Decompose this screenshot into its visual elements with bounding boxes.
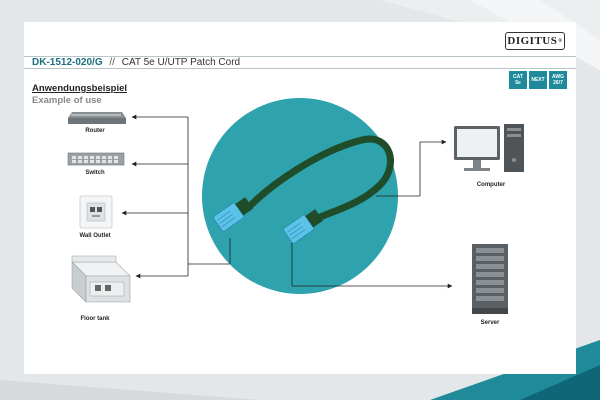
label-computer: Computer <box>476 182 506 188</box>
label-server: Server <box>480 320 500 326</box>
wall-outlet-icon <box>79 195 113 229</box>
header-divider-top <box>24 56 576 57</box>
label-switch: Switch <box>85 170 105 176</box>
rj45-connector-right <box>283 209 324 244</box>
router-icon <box>68 112 126 124</box>
digitus-logo: DIGITUS® <box>505 32 565 50</box>
server-icon <box>472 244 508 314</box>
switch-icon <box>67 152 125 166</box>
section-title-de: Anwendungsbeispiel <box>32 83 128 94</box>
label-floor-tank: Floor tank <box>80 316 110 322</box>
rj45-connector-left <box>213 197 254 232</box>
section-title-en: Example of use <box>32 95 102 106</box>
product-code: DK-1512-020/G <box>32 57 103 68</box>
patch-cord <box>213 135 394 244</box>
left-connectors <box>121 114 231 279</box>
right-connectors <box>291 139 453 289</box>
computer-icon <box>454 124 524 172</box>
product-name: CAT 5e U/UTP Patch Cord <box>121 57 241 68</box>
title-separator: // <box>109 57 115 68</box>
product-title: DK-1512-020/G // CAT 5e U/UTP Patch Cord <box>32 57 240 68</box>
badge-next: NEXT <box>529 71 547 89</box>
floor-tank-icon <box>71 255 131 303</box>
label-router: Router <box>85 128 105 134</box>
label-wall-outlet: Wall Outlet <box>79 233 111 239</box>
header-divider-bottom <box>24 68 576 69</box>
